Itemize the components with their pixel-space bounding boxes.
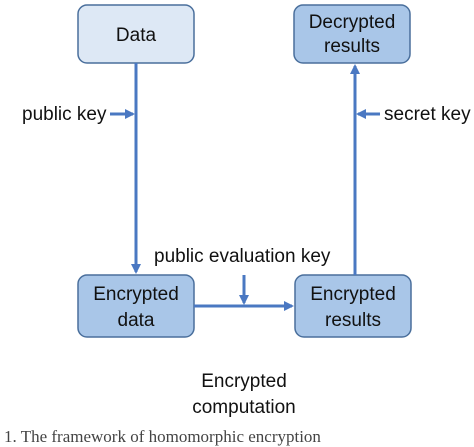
encrypted-data-node: Encrypted data <box>77 274 195 338</box>
decrypted-results-label-line1: Decrypted <box>309 12 396 33</box>
encrypted-results-label-line1: Encrypted <box>310 284 396 305</box>
encrypted-computation-label-line2: computation <box>192 397 296 418</box>
encrypted-data-label-line2: data <box>118 310 155 331</box>
decrypted-results-node: Decrypted results <box>293 4 411 64</box>
decrypted-results-label-line2: results <box>324 36 380 57</box>
public-evaluation-key-label: public evaluation key <box>154 246 331 267</box>
encrypted-results-label-line2: results <box>325 310 381 331</box>
data-node: Data <box>77 4 195 64</box>
encrypted-data-label-line1: Encrypted <box>93 284 179 305</box>
public-key-label: public key <box>22 104 107 125</box>
figure-caption: 1. The framework of homomorphic encrypti… <box>4 427 321 446</box>
encrypted-results-node: Encrypted results <box>294 274 412 338</box>
encrypted-computation-label-line1: Encrypted <box>201 371 287 392</box>
data-node-label: Data <box>116 25 157 46</box>
secret-key-label: secret key <box>384 104 471 125</box>
